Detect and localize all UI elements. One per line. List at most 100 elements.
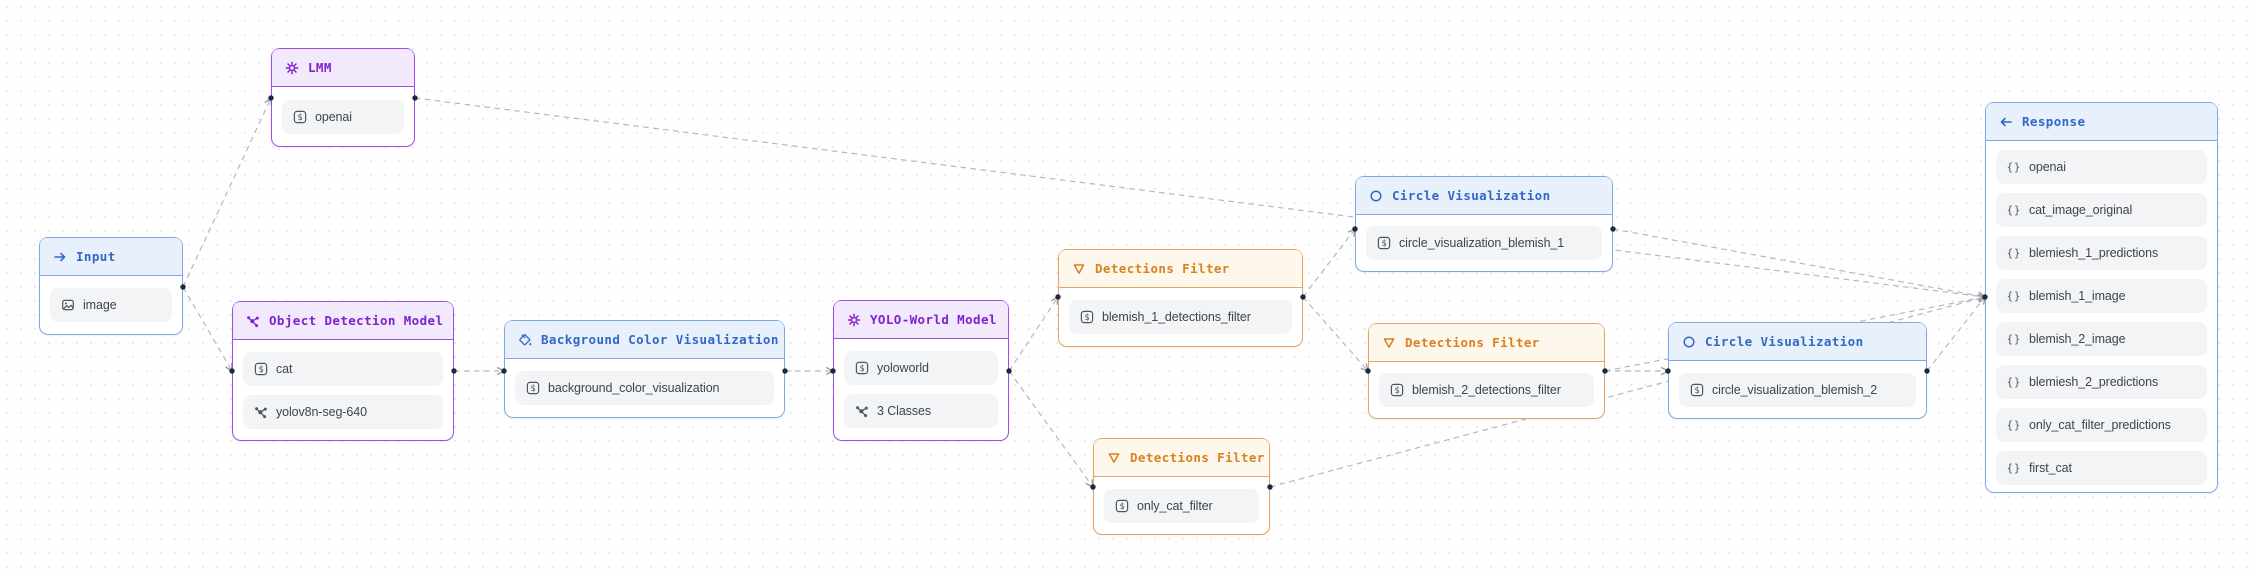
node-item[interactable]: {}openai (1996, 150, 2207, 184)
node-item-label: blemish_1_image (2029, 289, 2126, 303)
node-item[interactable]: $blemish_1_detections_filter (1069, 300, 1292, 334)
node-item-label: circle_visualization_blemish_2 (1712, 382, 1878, 397)
node-input[interactable]: Input image (39, 237, 183, 335)
svg-text:{}: {} (2007, 377, 2021, 389)
node-item-label: 3 Classes (877, 404, 931, 418)
node-header[interactable]: Circle Visualization (1669, 323, 1926, 361)
node-item[interactable]: $ openai (282, 99, 404, 134)
svg-text:$: $ (1381, 239, 1386, 249)
node-item[interactable]: {}blemiesh_1_predictions (1996, 236, 2207, 270)
node-title: LMM (308, 60, 332, 75)
svg-text:$: $ (258, 365, 263, 375)
node-header[interactable]: Circle Visualization (1356, 177, 1612, 215)
edge-yolo_world_model-to-detections_filter_1 (1008, 297, 1058, 372)
node-item[interactable]: {}blemish_2_image (1996, 322, 2207, 356)
node-body: $ only_cat_filter (1094, 477, 1269, 534)
node-item-label: blemish_2_detections_filter (1412, 383, 1561, 397)
svg-text:$: $ (1394, 386, 1399, 396)
node-item[interactable]: $yoloworld (844, 351, 998, 385)
node-body: $yoloworld 3 Classes (834, 339, 1008, 440)
node-lmm[interactable]: LMM $ openai (271, 48, 415, 147)
node-item-label: cat_image_original (2029, 203, 2133, 217)
edge-input-to-object_detection_model (182, 286, 232, 371)
node-body: $ blemish_2_detections_filter (1369, 362, 1604, 418)
braces-icon: {} (2007, 332, 2021, 346)
edge-circle_visualization_2-to-response (1926, 297, 1985, 372)
string-icon: $ (1377, 236, 1391, 250)
node-item-label: only_cat_filter_predictions (2029, 418, 2171, 432)
node-item[interactable]: {} blemish_1_image (1996, 279, 2207, 313)
node-item[interactable]: {}first_cat (1996, 451, 2207, 485)
svg-text:{}: {} (2007, 463, 2021, 475)
node-header[interactable]: Detections Filter (1369, 324, 1604, 362)
molecule-icon (254, 405, 268, 419)
node-title: Circle Visualization (1392, 188, 1551, 203)
string-icon: $ (855, 361, 869, 375)
node-body: $ circle_visualization_blemish_2 (1669, 361, 1926, 418)
svg-text:$: $ (297, 113, 302, 123)
node-item[interactable]: {} cat_image_original (1996, 193, 2207, 227)
node-item-label: cat (276, 361, 293, 376)
svg-text:{}: {} (2007, 420, 2021, 432)
node-title: Response (2022, 114, 2086, 129)
edge-input-to-lmm (182, 98, 271, 288)
node-header[interactable]: YOLO-World Model (834, 301, 1008, 339)
node-header[interactable]: Input (40, 238, 182, 276)
node-item[interactable]: image (50, 288, 172, 322)
node-item[interactable]: $ blemish_2_detections_filter (1379, 373, 1594, 407)
model-gear-icon (285, 61, 299, 75)
node-header[interactable]: Background Color Visualization (505, 321, 784, 359)
paint-bucket-icon (518, 333, 532, 347)
braces-icon: {} (2007, 203, 2021, 217)
node-item[interactable]: {} only_cat_filter_predictions (1996, 408, 2207, 442)
node-background_color_visualization[interactable]: Background Color Visualization $backgroun… (504, 320, 785, 418)
node-item[interactable]: $ cat (243, 351, 443, 386)
node-item[interactable]: $ circle_visualization_blemish_1 (1366, 226, 1602, 260)
braces-icon: {} (2007, 461, 2021, 475)
node-item-label: only_cat_filter (1137, 498, 1213, 513)
braces-icon: {} (2007, 289, 2021, 303)
string-icon: $ (254, 362, 268, 376)
node-title: Input (76, 249, 116, 264)
node-item-label: openai (315, 109, 352, 124)
node-header[interactable]: Detections Filter (1094, 439, 1269, 477)
node-header[interactable]: LMM (272, 49, 414, 87)
node-item[interactable]: $ only_cat_filter (1104, 488, 1259, 523)
node-item[interactable]: yolov8n-seg-640 (243, 394, 443, 429)
node-detections_filter_1[interactable]: Detections Filter $blemish_1_detections_f… (1058, 249, 1303, 347)
molecule-icon (246, 314, 260, 328)
svg-text:$: $ (1119, 502, 1124, 512)
string-icon: $ (1115, 499, 1129, 513)
node-detections_filter_3[interactable]: Detections Filter $ only_cat_filter (1093, 438, 1270, 535)
node-response[interactable]: Response{}openai{}cat_image_original{}bl… (1985, 102, 2218, 493)
node-item[interactable]: $background_color_visualization (515, 371, 774, 405)
funnel-icon (1382, 336, 1396, 350)
node-circle_visualization_1[interactable]: Circle Visualization $ circle_visualizatio… (1355, 176, 1613, 272)
node-item-label: blemiesh_2_predictions (2029, 375, 2159, 389)
node-item-label: blemish_1_detections_filter (1102, 310, 1251, 324)
node-item-label: circle_visualization_blemish_1 (1399, 236, 1565, 250)
node-item[interactable]: 3 Classes (844, 394, 998, 428)
braces-icon: {} (2007, 246, 2021, 260)
image-icon (61, 298, 75, 312)
node-header[interactable]: Object Detection Model (233, 302, 453, 340)
node-yolo_world_model[interactable]: YOLO-World Model $yoloworld 3 Classes (833, 300, 1009, 441)
svg-text:{}: {} (2007, 248, 2021, 260)
string-icon: $ (1390, 383, 1404, 397)
node-item[interactable]: $ circle_visualization_blemish_2 (1679, 372, 1916, 407)
node-header[interactable]: Detections Filter (1059, 250, 1302, 288)
node-item[interactable]: {} blemiesh_2_predictions (1996, 365, 2207, 399)
svg-text:{}: {} (2007, 291, 2021, 303)
node-header[interactable]: Response (1986, 103, 2217, 141)
string-icon: $ (1690, 383, 1704, 397)
model-gear-icon (847, 313, 861, 327)
node-detections_filter_2[interactable]: Detections Filter $ blemish_2_detections_f… (1368, 323, 1605, 419)
node-circle_visualization_2[interactable]: Circle Visualization $ circle_visualizatio… (1668, 322, 1927, 419)
node-object_detection_model[interactable]: Object Detection Model $ cat yolov8n-seg-64… (232, 301, 454, 441)
molecule-icon (855, 404, 869, 418)
edge-detections_filter_1-to-circle_visualization_1 (1302, 229, 1355, 298)
svg-text:$: $ (530, 384, 535, 394)
node-title: Background Color Visualization (541, 332, 779, 347)
node-title: Detections Filter (1405, 335, 1540, 350)
